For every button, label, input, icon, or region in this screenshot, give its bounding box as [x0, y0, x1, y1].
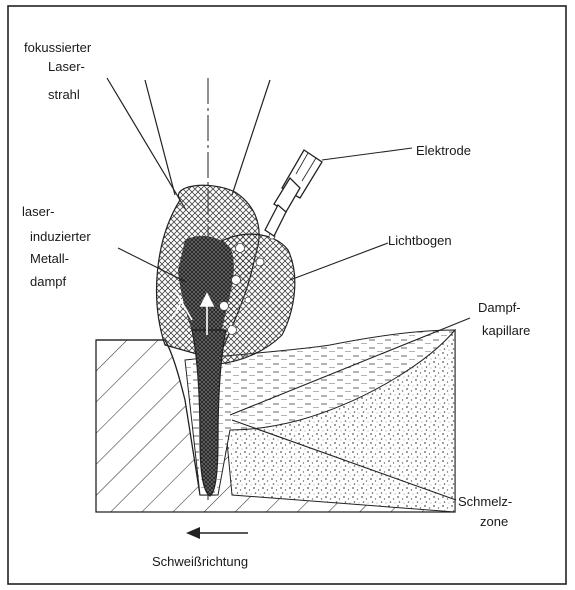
- workpiece: [96, 330, 455, 512]
- label-keyhole-line1: Dampf-: [478, 300, 521, 315]
- label-laser-beam-line2: Laser-: [48, 59, 85, 74]
- label-metal-vapor-line2: induzierter: [30, 229, 91, 244]
- direction-arrow: [186, 527, 248, 539]
- label-metal-vapor-line1: laser-: [22, 204, 55, 219]
- label-welding-direction: Schweißrichtung: [152, 554, 248, 569]
- label-laser-beam-line3: strahl: [48, 87, 80, 102]
- label-metal-vapor-line3: Metall-: [30, 251, 69, 266]
- label-metal-vapor-line4: dampf: [30, 274, 67, 289]
- label-keyhole-line2: kapillare: [482, 323, 530, 338]
- electrode: [265, 150, 322, 236]
- label-melt-zone-line2: zone: [480, 514, 508, 529]
- label-electrode: Elektrode: [416, 143, 471, 158]
- label-laser-beam-line1: fokussierter: [24, 40, 92, 55]
- label-arc: Lichtbogen: [388, 233, 452, 248]
- label-melt-zone-line1: Schmelz-: [458, 494, 512, 509]
